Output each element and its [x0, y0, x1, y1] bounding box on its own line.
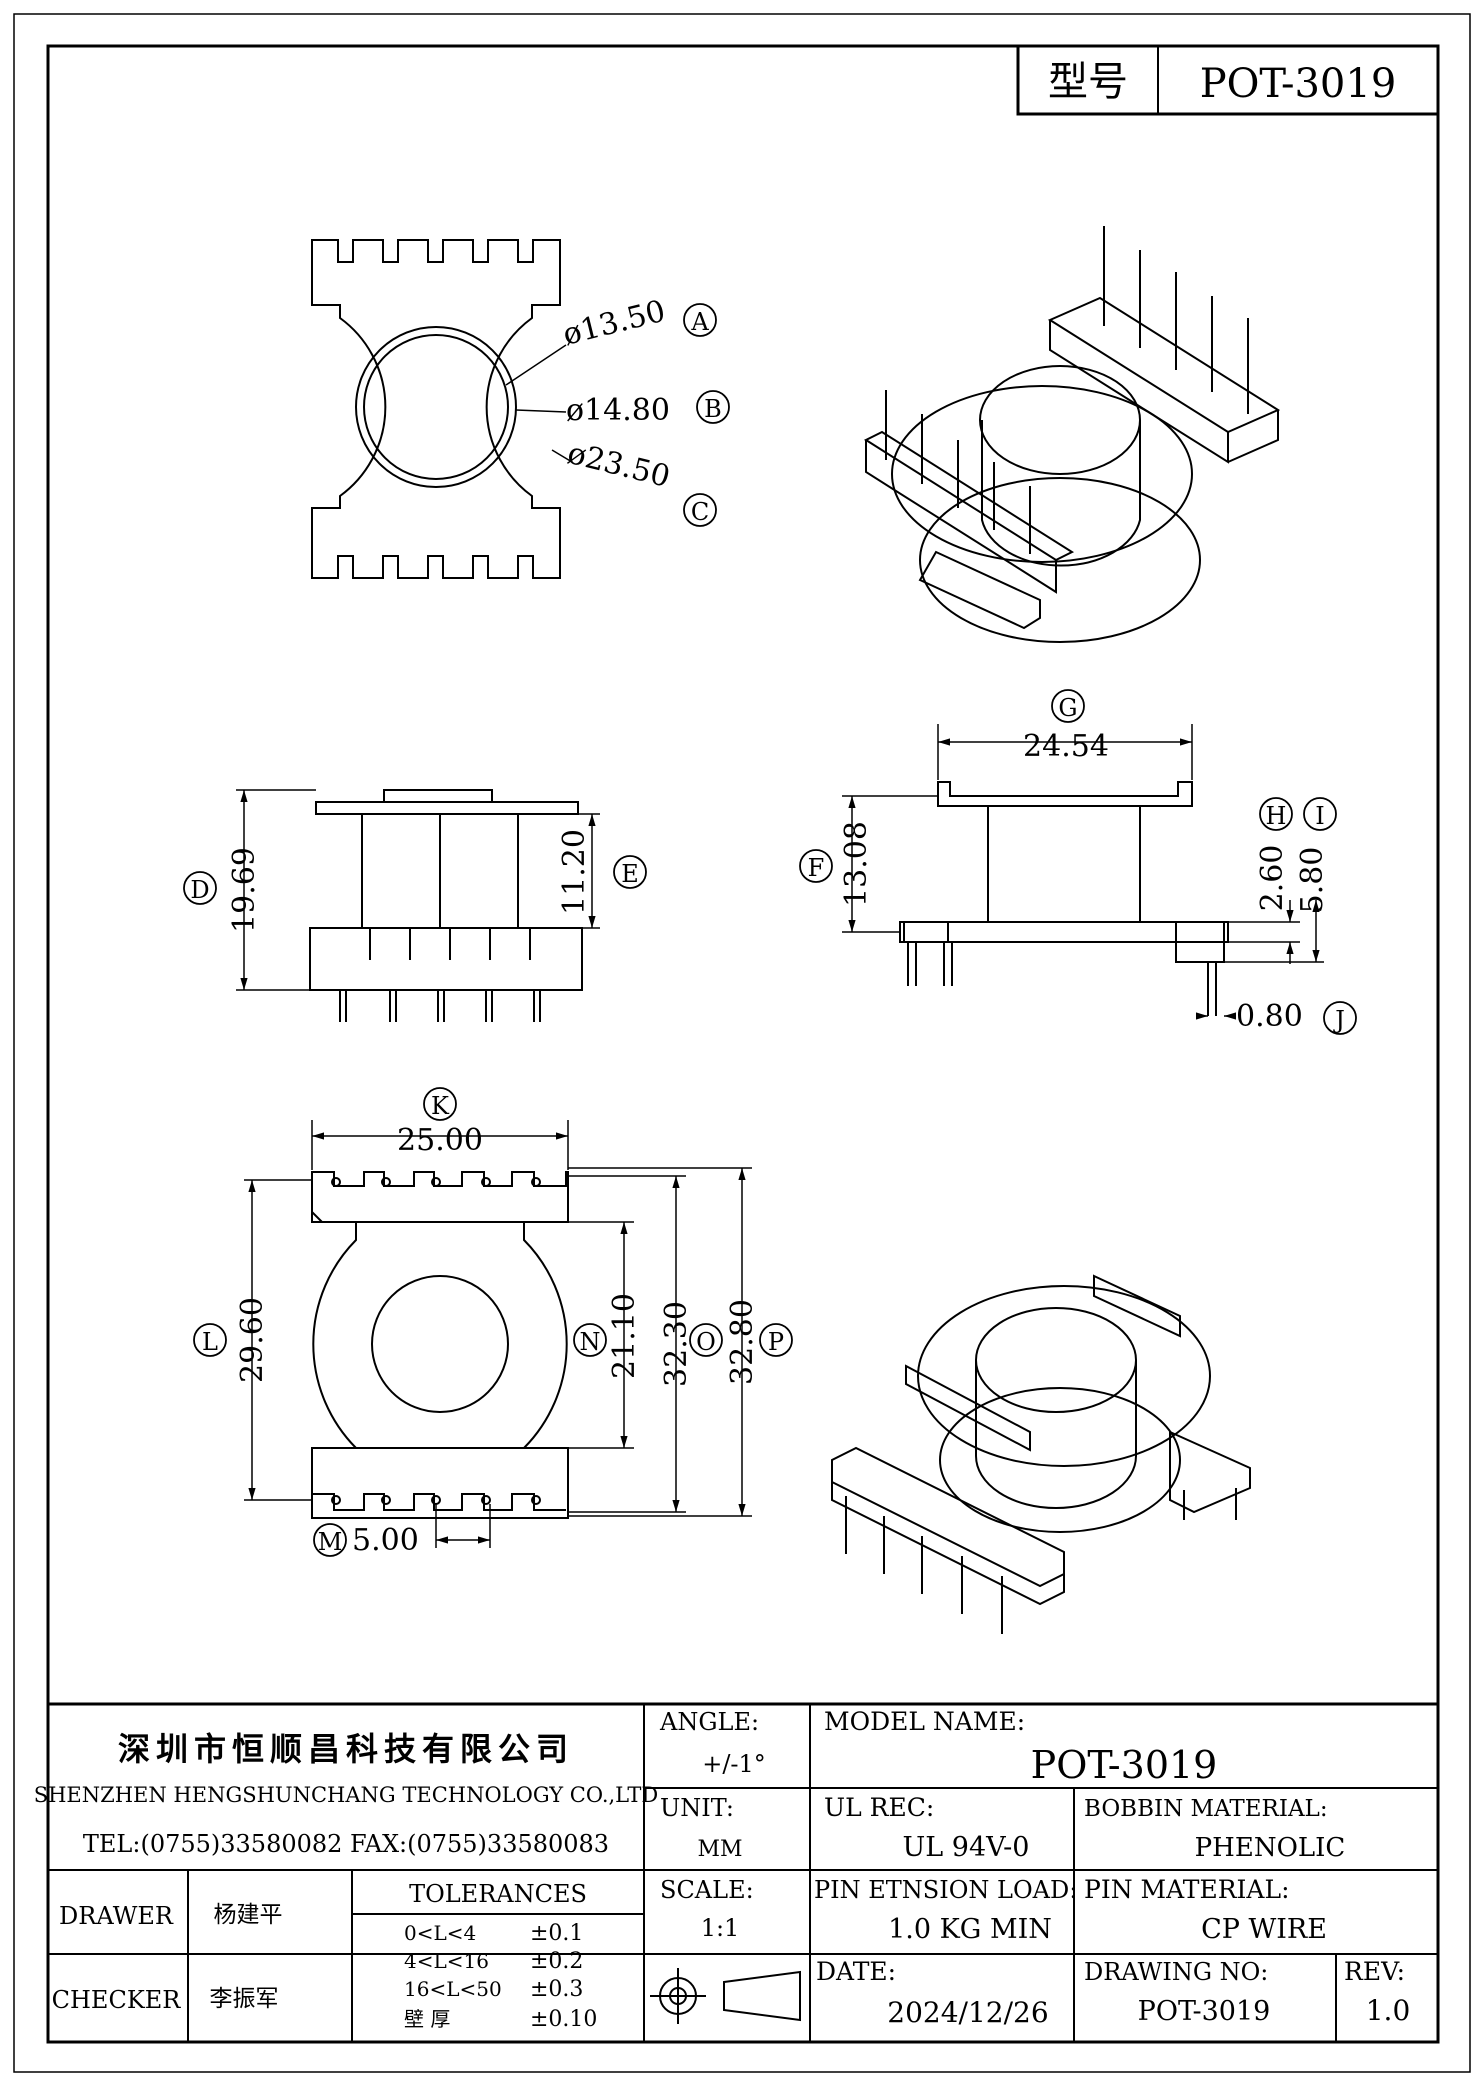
- rev-value: 1.0: [1366, 1994, 1411, 2027]
- title-box: [1016, 44, 1440, 116]
- callout-a: A: [690, 308, 709, 336]
- model-value: POT-3019: [1031, 1743, 1218, 1787]
- dim-m-value: 5.00: [352, 1523, 419, 1558]
- company-contact: TEL:(0755)33580082 FAX:(0755)33580083: [83, 1830, 609, 1858]
- callout-g: G: [1058, 694, 1077, 722]
- side-view-left: [183, 789, 647, 1022]
- isometric-view-bottom: [831, 1274, 1251, 1634]
- tol-value-4: ±0.10: [530, 2007, 597, 2032]
- dim-a-value: ø13.50: [559, 294, 668, 353]
- callout-k: K: [431, 1092, 450, 1120]
- scale-value: 1:1: [701, 1914, 740, 1942]
- drawer-name: 杨建平: [214, 1902, 283, 1928]
- top-view: [193, 1087, 793, 1557]
- pin-load-value: 1.0 KG MIN: [888, 1914, 1052, 1945]
- dim-j-value: 0.80: [1236, 999, 1303, 1034]
- company-name-en: SHENZHEN HENGSHUNCHANG TECHNOLOGY CO.,LT…: [34, 1783, 659, 1807]
- ul-value: UL 94V-0: [903, 1832, 1030, 1863]
- tol-value-1: ±0.1: [530, 1921, 583, 1946]
- side-view-right: [799, 689, 1357, 1035]
- tolerances-title: TOLERANCES: [409, 1880, 587, 1908]
- dim-n-value: 21.10: [607, 1293, 642, 1379]
- pin-material-label: PIN MATERIAL:: [1084, 1875, 1290, 1904]
- date-label: DATE:: [816, 1957, 896, 1986]
- ul-label: UL REC:: [824, 1793, 934, 1822]
- checker-label: CHECKER: [52, 1986, 182, 2014]
- callout-c: C: [691, 498, 709, 526]
- checker-name: 李振军: [210, 1986, 279, 2012]
- callout-n: N: [580, 1328, 601, 1356]
- callout-b: B: [704, 395, 722, 423]
- callout-h: H: [1266, 802, 1287, 830]
- callout-j: J: [1332, 1006, 1345, 1034]
- dim-o-value: 32.30: [659, 1301, 694, 1387]
- inner-border: [46, 44, 1440, 2044]
- angle-value: +/-1°: [702, 1750, 766, 1778]
- pin-load-label: PIN ETNSION LOAD:: [814, 1876, 1077, 1904]
- tol-range-4: 壁 厚: [404, 2007, 450, 2031]
- dim-g-value: 24.54: [1023, 729, 1109, 764]
- callout-p: P: [768, 1328, 784, 1356]
- unit-label: UNIT:: [660, 1794, 734, 1822]
- projection-symbol: [650, 1968, 801, 2024]
- dim-b-value: ø14.80: [566, 393, 670, 428]
- title-label: 型号: [1048, 59, 1128, 105]
- tol-range-3: 16<L<50: [404, 1977, 502, 2001]
- dim-l-value: 29.60: [235, 1297, 270, 1383]
- callout-o: O: [696, 1328, 716, 1356]
- tol-range-1: 0<L<4: [404, 1921, 476, 1945]
- title-block-grid: [48, 1702, 1438, 2042]
- title-model: POT-3019: [1200, 61, 1397, 107]
- callout-m: M: [318, 1528, 343, 1556]
- callout-i: I: [1315, 802, 1324, 830]
- dim-e-value: 11.20: [557, 829, 592, 915]
- dim-d-value: 19.69: [227, 847, 262, 933]
- dim-k-value: 25.00: [397, 1123, 483, 1158]
- drawing-no-value: POT-3019: [1138, 1996, 1271, 2027]
- pin-material-value: CP WIRE: [1201, 1914, 1327, 1945]
- scale-label: SCALE:: [660, 1876, 754, 1904]
- tol-range-2: 4<L<16: [404, 1949, 489, 1973]
- tol-value-3: ±0.3: [530, 1977, 583, 2002]
- dim-c-value: ø23.50: [564, 436, 673, 495]
- callout-l: L: [202, 1328, 218, 1356]
- isometric-view-top: [863, 226, 1281, 643]
- drawing-no-label: DRAWING NO:: [1084, 1958, 1268, 1986]
- bobbin-value: PHENOLIC: [1195, 1833, 1346, 1863]
- dim-i-value: 5.80: [1295, 847, 1330, 914]
- model-label: MODEL NAME:: [824, 1707, 1025, 1736]
- bobbin-label: BOBBIN MATERIAL:: [1084, 1796, 1328, 1822]
- drawer-label: DRAWER: [59, 1902, 174, 1930]
- company-name-cn: 深圳市恒顺昌科技有限公司: [118, 1730, 574, 1768]
- callout-d: D: [190, 876, 209, 904]
- rev-label: REV:: [1344, 1957, 1405, 1986]
- outer-border: [13, 13, 1471, 2073]
- date-value: 2024/12/26: [887, 1996, 1048, 2029]
- front-view-top: [311, 239, 573, 579]
- dim-f-value: 13.08: [839, 821, 874, 907]
- tol-value-2: ±0.2: [530, 1949, 583, 1974]
- dim-p-value: 32.80: [725, 1299, 760, 1385]
- dim-h-value: 2.60: [1255, 845, 1290, 912]
- callout-f: F: [808, 854, 825, 882]
- angle-label: ANGLE:: [659, 1708, 759, 1736]
- callout-e: E: [621, 860, 639, 888]
- unit-value: MM: [697, 1837, 742, 1862]
